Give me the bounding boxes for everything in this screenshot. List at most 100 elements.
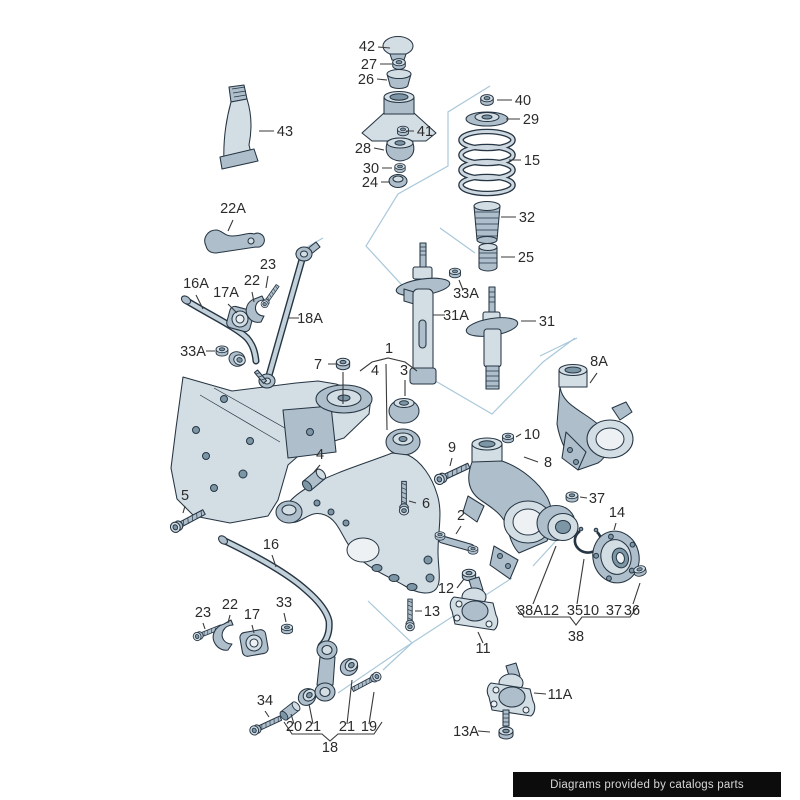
- nut-27: [392, 58, 406, 70]
- stabilizer-link-18a: [253, 241, 321, 389]
- label-8: 8: [544, 455, 552, 471]
- bushing-21-upper: [336, 654, 362, 680]
- label-12: 12: [438, 581, 454, 597]
- washer-24: [388, 173, 408, 189]
- strut-31: [465, 286, 519, 390]
- label-13a: 13A: [453, 724, 479, 740]
- bushing-3: [388, 397, 420, 424]
- leader-lines: [182, 46, 641, 742]
- strut-cap-42: [382, 35, 414, 61]
- bolt-5: [168, 506, 207, 535]
- label-9: 9: [448, 440, 456, 456]
- nut-13a: [498, 726, 514, 740]
- link-2: [434, 531, 479, 555]
- label-33a-mid: 33A: [453, 286, 479, 302]
- label-18: 18: [322, 740, 338, 756]
- label-31a: 31A: [443, 308, 469, 324]
- bump-stop-25: [478, 242, 498, 272]
- nut-7: [335, 357, 351, 371]
- control-arm-4: [275, 428, 441, 594]
- label-15: 15: [524, 153, 540, 169]
- bolt-9: [432, 460, 472, 487]
- protective-boot-32: [473, 200, 501, 245]
- nut-10: [501, 432, 515, 444]
- label-19: 19: [361, 719, 377, 735]
- subframe: [170, 376, 373, 524]
- steering-knuckle-8: [462, 437, 553, 580]
- cover-43: [219, 84, 259, 170]
- label-31: 31: [539, 314, 555, 330]
- label-21-right: 21: [339, 719, 355, 735]
- label-17: 17: [244, 607, 260, 623]
- bolt-13: [405, 598, 415, 632]
- clamp-22-lower: [212, 619, 234, 651]
- label-28: 28: [355, 141, 371, 157]
- label-17a: 17A: [213, 285, 239, 301]
- label-8a: 8A: [590, 354, 608, 370]
- nut-40: [480, 94, 494, 106]
- bushing-17: [239, 629, 269, 657]
- label-30: 30: [363, 161, 379, 177]
- label-5: 5: [181, 488, 189, 504]
- label-4-sleeve: 4: [316, 447, 324, 463]
- label-18a: 18A: [297, 311, 323, 327]
- label-6: 6: [422, 496, 430, 512]
- bushing-16a-end: [226, 348, 248, 370]
- label-33a-left: 33A: [180, 344, 206, 360]
- label-24: 24: [362, 175, 378, 191]
- nut-33: [280, 623, 294, 635]
- label-2: 2: [457, 508, 465, 524]
- nut-37: [565, 491, 579, 503]
- zone-connector-lines: [294, 85, 578, 694]
- label-40: 40: [515, 93, 531, 109]
- label-32: 32: [519, 210, 535, 226]
- label-10: 10: [524, 427, 540, 443]
- label-13: 13: [424, 604, 440, 620]
- label-11: 11: [475, 641, 490, 657]
- label-20: 20: [286, 719, 302, 735]
- nut-33a-left: [215, 345, 229, 357]
- label-16a: 16A: [183, 276, 209, 292]
- label-4-bracket: 4: [371, 363, 379, 379]
- label-43: 43: [277, 124, 293, 140]
- label-14: 14: [609, 505, 625, 521]
- label-37: 37: [589, 491, 605, 507]
- ball-joint-11: [449, 576, 499, 631]
- label-21-left: 21: [305, 719, 321, 735]
- bushing-28: [385, 137, 415, 162]
- label-22-upper: 22: [244, 273, 260, 289]
- clamp-22a: [204, 229, 265, 254]
- link-18: [314, 640, 338, 702]
- label-26: 26: [358, 72, 374, 88]
- clamp-22-upper: [245, 295, 265, 323]
- stabilizer-bar-16: [218, 535, 333, 650]
- spring-seat-29: [465, 111, 509, 127]
- label-22-lower: 22: [222, 597, 238, 613]
- label-37-row: 37: [606, 603, 622, 619]
- label-23-upper: 23: [260, 257, 276, 273]
- stud-11a: [502, 709, 510, 727]
- bolt-34: [247, 713, 284, 737]
- label-16: 16: [263, 537, 279, 553]
- callout-labels: 42 27 26 41 28 30 24 40 29 15 32 25 43 2…: [180, 39, 640, 756]
- label-23-lower: 23: [195, 605, 211, 621]
- label-42: 42: [359, 39, 375, 55]
- label-41: 41: [417, 124, 433, 140]
- label-11a: 11A: [548, 687, 573, 703]
- label-38: 38: [568, 629, 584, 645]
- coil-spring-15: [458, 128, 516, 197]
- label-34: 34: [257, 693, 273, 709]
- steering-knuckle-8a: [556, 363, 634, 471]
- label-22a: 22A: [220, 201, 246, 217]
- label-36: 36: [624, 603, 640, 619]
- label-7: 7: [314, 357, 322, 373]
- label-25: 25: [518, 250, 534, 266]
- catalog-credit-banner[interactable]: Diagrams provided by catalogs parts: [513, 772, 781, 797]
- nut-33a-mid: [448, 267, 462, 279]
- bolt-23-upper: [259, 283, 282, 310]
- label-1: 1: [385, 341, 393, 357]
- label-38a: 38A: [517, 603, 543, 619]
- label-10-row: 10: [583, 603, 599, 619]
- nut-30: [394, 163, 406, 173]
